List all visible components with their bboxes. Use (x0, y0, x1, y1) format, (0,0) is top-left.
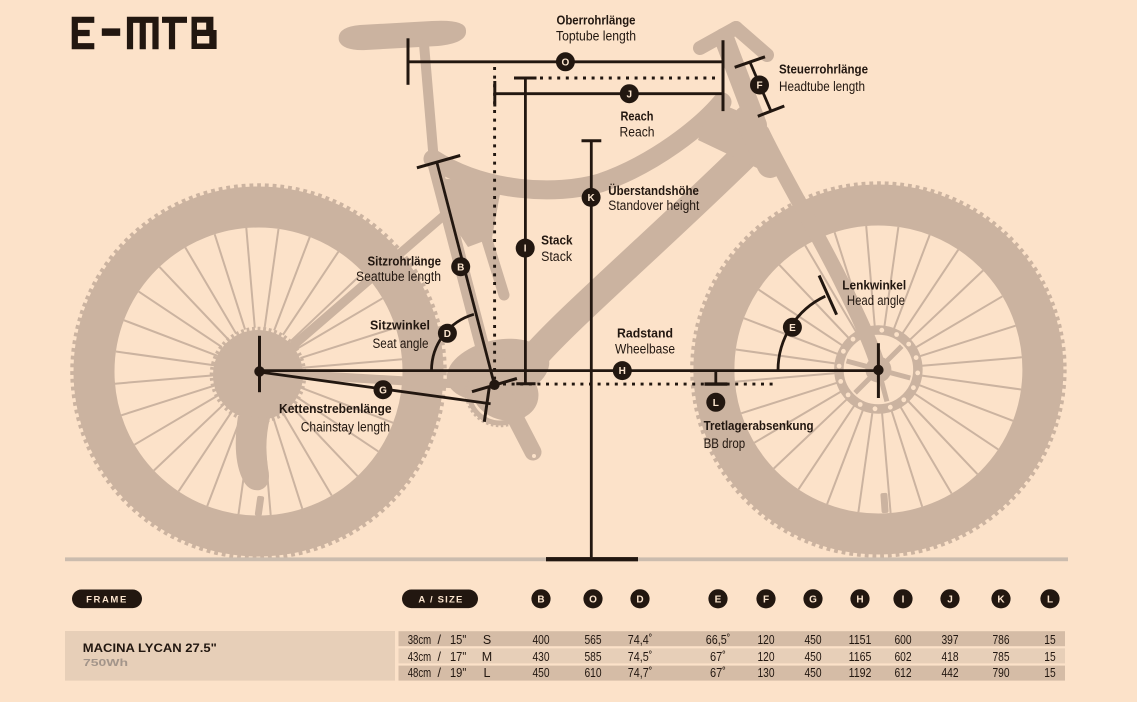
svg-text:B: B (457, 262, 464, 273)
svg-text:38cm: 38cm (408, 633, 432, 647)
svg-text:785: 785 (992, 649, 1009, 664)
svg-text:66,5˚: 66,5˚ (706, 632, 731, 647)
svg-text:G: G (809, 594, 817, 605)
svg-text:74,5˚: 74,5˚ (628, 649, 653, 664)
svg-text:19": 19" (450, 666, 466, 680)
svg-text:418: 418 (941, 649, 958, 664)
svg-text:F: F (763, 594, 769, 605)
svg-text:MACINA LYCAN 27.5": MACINA LYCAN 27.5" (83, 643, 217, 655)
svg-text:Stack: Stack (541, 249, 572, 264)
svg-text:L: L (713, 398, 719, 409)
svg-text:F: F (756, 81, 762, 92)
svg-text:BB drop: BB drop (704, 436, 746, 451)
svg-text:D: D (636, 594, 643, 605)
svg-text:600: 600 (894, 632, 911, 647)
svg-text:430: 430 (532, 649, 549, 664)
svg-text:Standover height: Standover height (608, 198, 699, 213)
svg-text:H: H (856, 594, 863, 605)
svg-text:/: / (438, 650, 442, 664)
svg-text:Überstandshöhe: Überstandshöhe (608, 183, 699, 198)
svg-text:Tretlagerabsenkung: Tretlagerabsenkung (704, 418, 814, 433)
svg-text:450: 450 (804, 649, 821, 664)
svg-text:E: E (789, 323, 796, 334)
svg-text:1192: 1192 (849, 665, 872, 680)
svg-text:790: 790 (992, 665, 1009, 680)
svg-text:67˚: 67˚ (710, 665, 726, 680)
svg-text:74,4˚: 74,4˚ (628, 632, 653, 647)
svg-text:S: S (483, 633, 491, 647)
svg-text:J: J (627, 89, 633, 100)
svg-text:FRAME: FRAME (86, 594, 128, 605)
svg-text:Chainstay length: Chainstay length (301, 420, 390, 435)
svg-text:15: 15 (1044, 632, 1055, 647)
svg-text:L: L (484, 666, 491, 680)
svg-text:Toptube length: Toptube length (556, 29, 636, 44)
svg-text:17": 17" (450, 650, 466, 664)
svg-text:Wheelbase: Wheelbase (615, 342, 675, 357)
svg-text:G: G (379, 385, 387, 396)
svg-text:120: 120 (757, 632, 774, 647)
svg-text:585: 585 (584, 649, 601, 664)
svg-text:Oberrohrlänge: Oberrohrlänge (557, 13, 636, 28)
svg-text:67˚: 67˚ (710, 649, 726, 664)
svg-text:450: 450 (532, 665, 549, 680)
svg-text:74,7˚: 74,7˚ (628, 665, 653, 680)
svg-text:Reach: Reach (621, 109, 654, 124)
svg-text:610: 610 (584, 665, 601, 680)
svg-text:120: 120 (757, 649, 774, 664)
svg-text:E: E (715, 594, 722, 605)
svg-text:442: 442 (941, 665, 958, 680)
svg-text:O: O (562, 57, 570, 68)
svg-text:H: H (619, 366, 626, 377)
svg-text:Radstand: Radstand (617, 326, 673, 341)
svg-text:48cm: 48cm (408, 666, 432, 680)
svg-text:565: 565 (584, 632, 601, 647)
svg-text:786: 786 (992, 632, 1009, 647)
svg-text:I: I (902, 594, 905, 605)
svg-text:L: L (1047, 594, 1053, 605)
svg-text:Seattube length: Seattube length (356, 269, 441, 284)
svg-text:397: 397 (941, 632, 958, 647)
svg-text:43cm: 43cm (408, 650, 432, 664)
svg-text:15": 15" (450, 633, 466, 647)
svg-text:450: 450 (804, 632, 821, 647)
svg-text:M: M (482, 650, 492, 664)
svg-text:Headtube length: Headtube length (779, 79, 865, 94)
svg-text:Head angle: Head angle (847, 293, 905, 308)
svg-text:J: J (947, 594, 953, 605)
svg-text:Lenkwinkel: Lenkwinkel (842, 278, 906, 293)
svg-text:602: 602 (894, 649, 911, 664)
svg-text:612: 612 (894, 665, 911, 680)
svg-text:Sitzrohrlänge: Sitzrohrlänge (368, 254, 442, 269)
svg-text:O: O (589, 594, 597, 605)
svg-text:/: / (438, 633, 442, 647)
svg-text:130: 130 (757, 665, 774, 680)
svg-text:15: 15 (1044, 665, 1055, 680)
svg-text:B: B (537, 594, 544, 605)
svg-text:450: 450 (804, 665, 821, 680)
svg-text:Stack: Stack (541, 233, 573, 248)
svg-text:K: K (587, 193, 595, 204)
svg-text:Seat angle: Seat angle (373, 336, 429, 351)
svg-text:D: D (444, 329, 451, 340)
svg-text:750Wh: 750Wh (83, 657, 128, 669)
svg-text:15: 15 (1044, 649, 1055, 664)
svg-text:Steuerrohrlänge: Steuerrohrlänge (779, 62, 868, 77)
svg-text:/: / (438, 666, 442, 680)
svg-text:Kettenstrebenlänge: Kettenstrebenlänge (279, 401, 392, 416)
svg-text:A / SIZE: A / SIZE (418, 594, 463, 605)
svg-text:Sitzwinkel: Sitzwinkel (370, 318, 430, 333)
svg-text:1165: 1165 (849, 649, 872, 664)
svg-text:I: I (524, 244, 527, 255)
svg-text:Reach: Reach (620, 125, 655, 140)
svg-text:K: K (997, 594, 1005, 605)
svg-text:400: 400 (532, 632, 549, 647)
svg-text:1151: 1151 (849, 632, 872, 647)
